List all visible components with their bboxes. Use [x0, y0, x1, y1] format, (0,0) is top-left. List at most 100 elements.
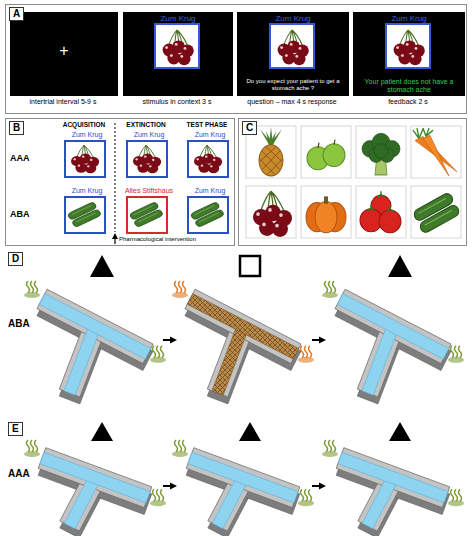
maze-wall-side [60, 479, 105, 536]
odor-wave [31, 440, 34, 452]
odor-wave [35, 440, 38, 452]
cherry-shine [279, 213, 283, 217]
photo-background [411, 126, 461, 178]
maze-wall-top [335, 289, 451, 363]
figure-panel: A+ Zum Krug Zum Krug Do you expect your pat… [5, 4, 467, 114]
cherry [253, 209, 269, 226]
odor-cue [448, 489, 464, 506]
odor-cloud [172, 451, 188, 457]
maze-water [40, 452, 150, 502]
t-maze [185, 289, 301, 404]
trial-screen: Zum KrugYour patient does not have a sto… [353, 12, 465, 96]
figure-panel: C [238, 118, 467, 246]
tomato [371, 195, 391, 216]
cherry-shine [256, 212, 260, 216]
pineapple-image [259, 127, 283, 176]
odor-wave [301, 489, 304, 501]
odor-wave [179, 440, 182, 452]
odor-wave [153, 489, 156, 501]
context-frame: Zum Krug [64, 196, 106, 234]
context-frame: Zum Krug [64, 140, 106, 178]
arrow-shaft [312, 485, 319, 487]
maze-wall-side [37, 296, 153, 370]
odor-cue [172, 440, 188, 457]
broccoli-floret [372, 133, 390, 152]
odor-wave [175, 440, 178, 452]
cherry [265, 205, 281, 222]
odor-cue [322, 281, 338, 298]
carrot-leaves [413, 128, 433, 138]
odor-wave [157, 489, 160, 501]
maze-water [362, 324, 399, 395]
odor-cloud [150, 500, 166, 506]
odor-wave [179, 281, 182, 293]
trial-screen: + [10, 12, 118, 96]
context-name: Zum Krug [177, 187, 243, 195]
arrow-head [319, 483, 326, 490]
odor-cloud [448, 500, 464, 506]
broccoli-stem [375, 155, 387, 175]
odor-cue [150, 346, 166, 363]
panel-letter: A [9, 7, 24, 21]
condition-label: ABA [10, 209, 50, 219]
maze-wall-side [336, 455, 450, 515]
pumpkin-lobe [306, 203, 328, 232]
maze-wall-side [59, 329, 105, 403]
step-caption: stimulus in context 3 s [122, 98, 232, 106]
odor-wave [305, 489, 308, 501]
broccoli-floret [374, 144, 388, 159]
condition-label: AAA [10, 153, 50, 163]
odor-wave [325, 281, 328, 293]
odor-cue [172, 281, 188, 298]
cucumber [412, 192, 454, 223]
maze-wall-top [357, 322, 403, 396]
maze-wall-side [186, 455, 300, 515]
context-name: Zum Krug [237, 14, 349, 23]
odor-cloud [24, 451, 40, 457]
t-maze [335, 289, 451, 404]
pineapple-leaf [269, 127, 273, 145]
odor-wave [153, 346, 156, 358]
apple-stem [334, 140, 335, 145]
context-name: Zum Krug [54, 131, 120, 139]
cucumber-stripe [425, 210, 452, 225]
odor-cue [322, 440, 338, 457]
maze-water [64, 475, 100, 529]
context-name: Zum Krug [353, 14, 465, 23]
carrots-image [413, 128, 457, 176]
tomato [360, 209, 382, 232]
odor-wave [27, 440, 30, 452]
carrot [423, 135, 449, 176]
odor-cloud [322, 292, 338, 298]
screen-message: Do you expect your patient to get a stom… [241, 78, 345, 92]
context-frame: Zum Krug [187, 196, 229, 234]
context-name: Zum Krug [177, 131, 243, 139]
odor-wave [305, 346, 308, 358]
cherry-stems [261, 191, 284, 221]
maze-water [338, 452, 448, 502]
maze-water [362, 475, 398, 529]
t-maze [37, 289, 153, 404]
tomato [379, 210, 401, 233]
odor-cloud [298, 500, 314, 506]
odor-wave [333, 440, 336, 452]
odor-wave [175, 281, 178, 293]
carrot [415, 136, 457, 171]
context-frame: Zum Krug [126, 140, 168, 178]
figure-panel: E [5, 420, 467, 534]
t-maze [186, 448, 300, 536]
maze-wall-top [336, 448, 450, 508]
phase-heading: EXTINCTION [116, 121, 176, 128]
pineapple-leaf [260, 129, 273, 145]
odor-cue [298, 346, 314, 363]
photo-background [356, 126, 406, 178]
arrow-shaft [312, 339, 319, 341]
apple [323, 144, 345, 167]
odor-wave [309, 489, 312, 501]
photo-background [411, 186, 461, 238]
photo-background [246, 186, 296, 238]
odor-wave [161, 346, 164, 358]
broccoli-floret [362, 141, 378, 158]
pineapple-body [259, 145, 283, 176]
